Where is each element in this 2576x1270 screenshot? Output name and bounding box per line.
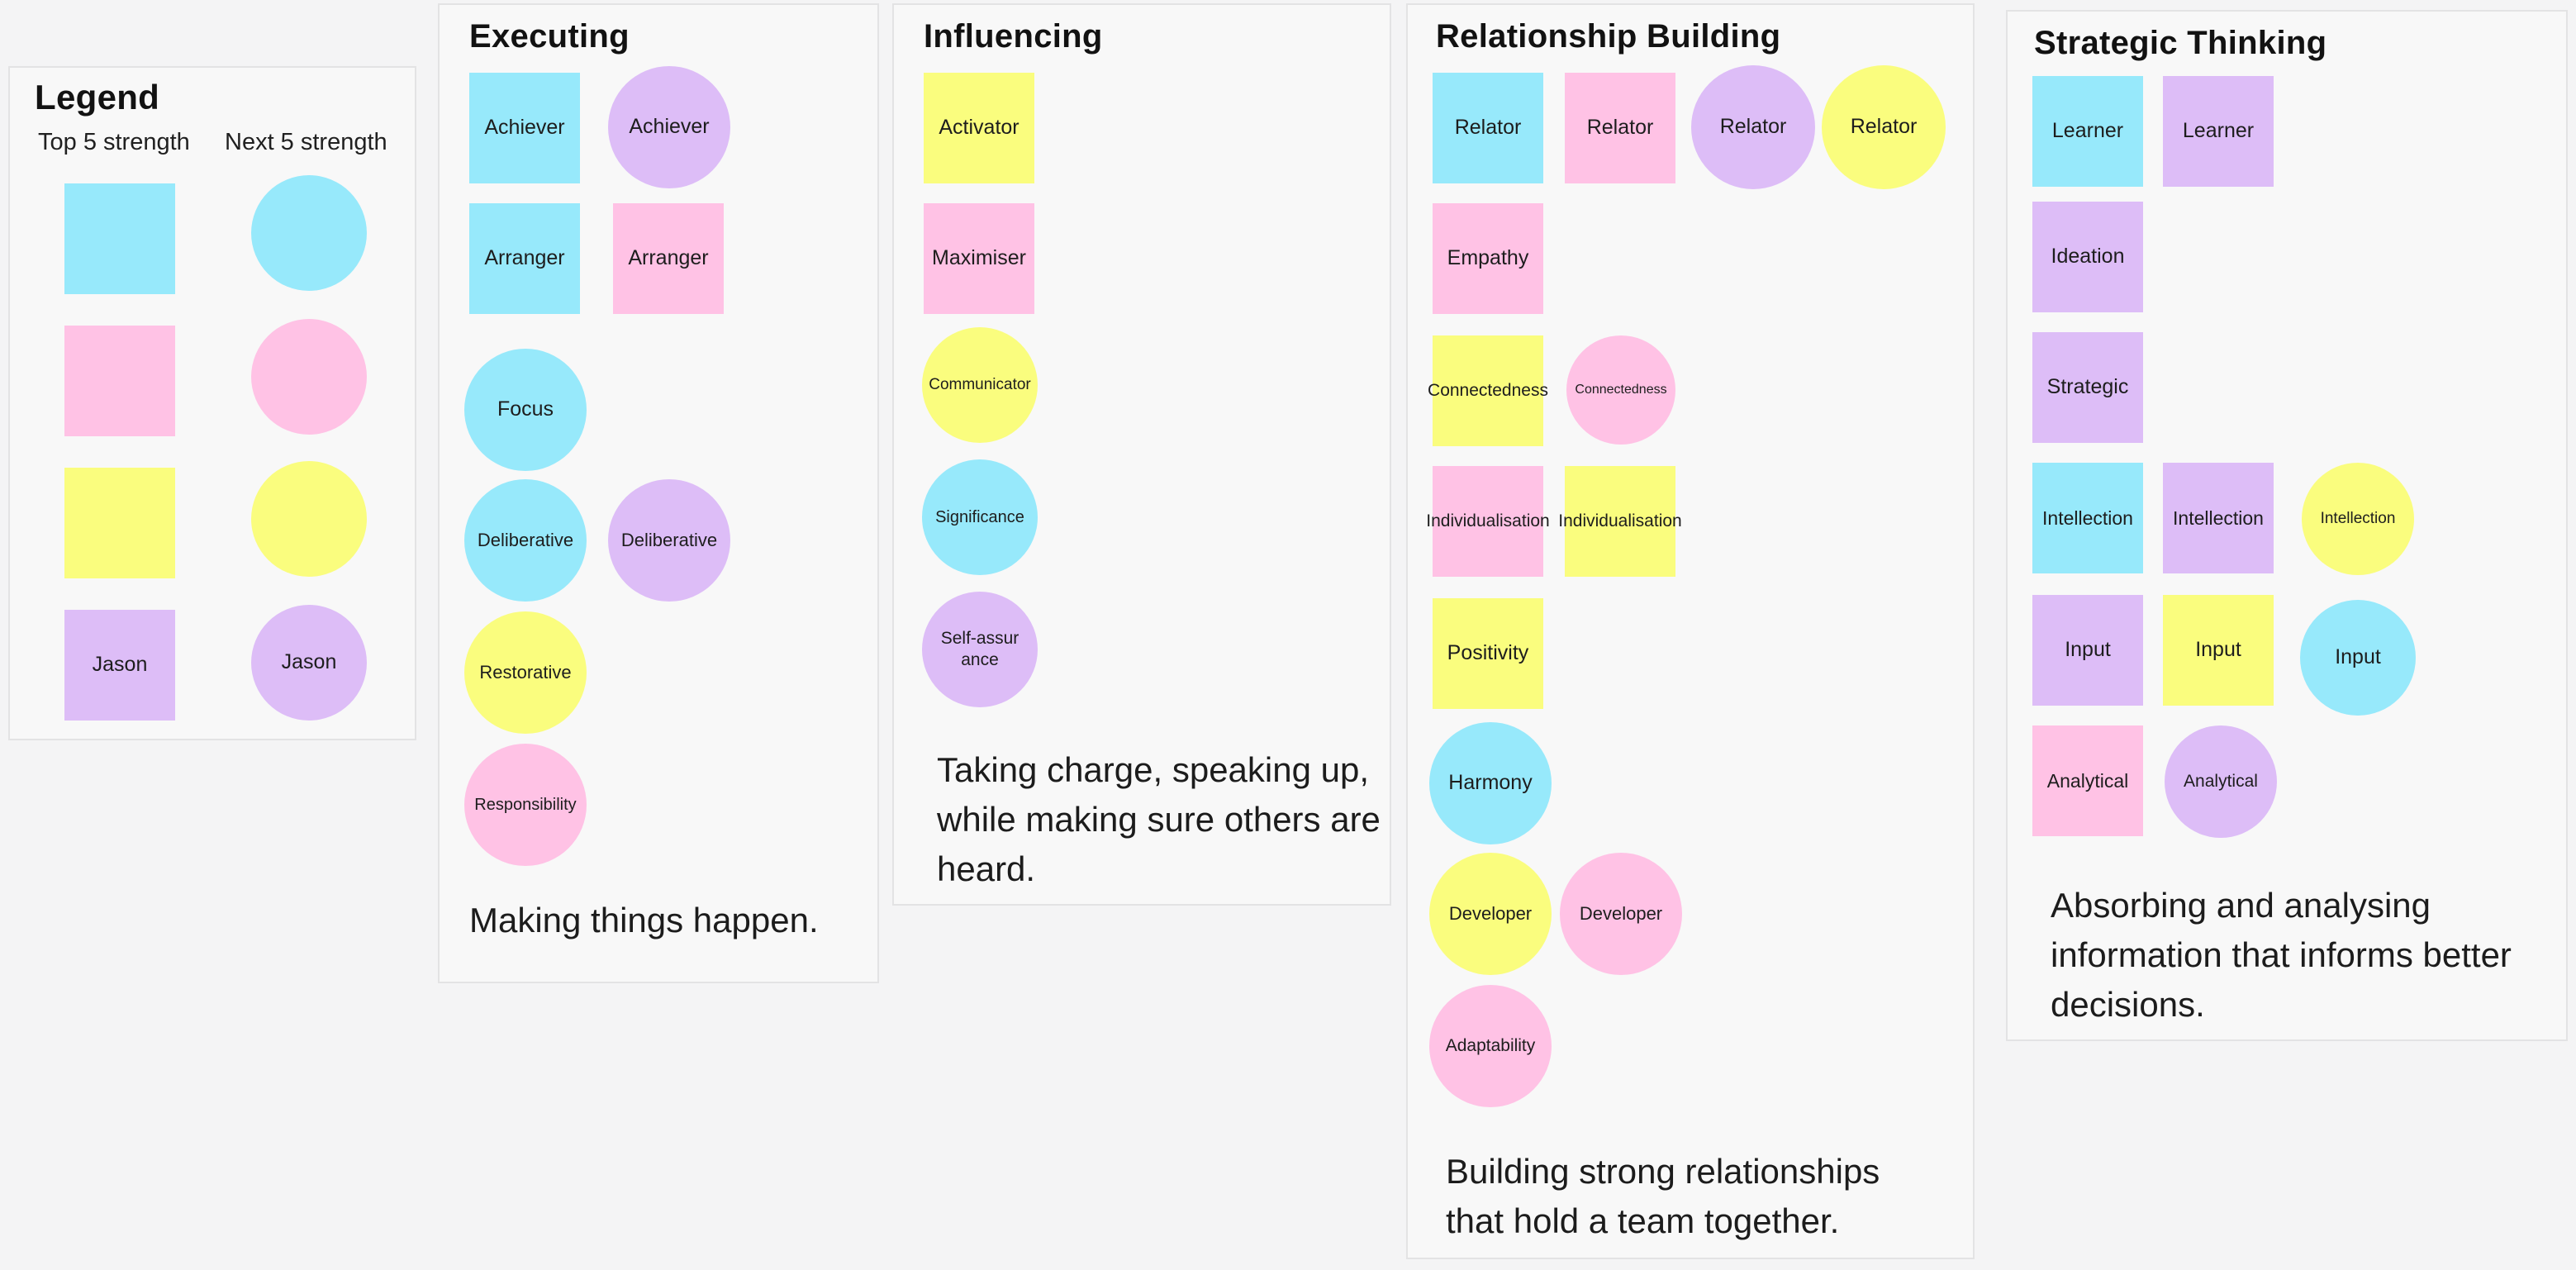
- sticky-relator-circle-yellow[interactable]: Relator: [1822, 65, 1946, 189]
- legend-square-jason[interactable]: Jason: [64, 610, 175, 721]
- sticky-developer-circle-yellow[interactable]: Developer: [1429, 853, 1552, 975]
- sticky-learner-square-purple[interactable]: Learner: [2163, 76, 2274, 187]
- panel-executing[interactable]: Executing Achiever Achiever Arranger Arr…: [438, 3, 879, 983]
- panel-legend[interactable]: Legend Top 5 strength Next 5 strength Ja…: [8, 66, 416, 740]
- executing-caption: Making things happen.: [469, 901, 819, 939]
- strategic-thinking-title: Strategic Thinking: [2034, 25, 2327, 61]
- strategic-thinking-caption: Absorbing and analysing information that…: [2051, 886, 2512, 1024]
- sticky-achiever-square[interactable]: Achiever: [469, 73, 580, 183]
- legend-circle-cyan[interactable]: [251, 175, 367, 291]
- sticky-achiever-circle[interactable]: Achiever: [608, 66, 730, 188]
- panel-relationship-building[interactable]: Relationship Building Relator Relator Re…: [1406, 3, 1975, 1259]
- legend-title: Legend: [35, 78, 160, 117]
- sticky-developer-circle-pink[interactable]: Developer: [1560, 853, 1682, 975]
- influencing-caption: Taking charge, speaking up, while making…: [937, 750, 1381, 888]
- legend-square-cyan[interactable]: [64, 183, 175, 294]
- sticky-connectedness-square[interactable]: Connectedness: [1428, 335, 1548, 446]
- sticky-intellection-circle[interactable]: Intellection: [2302, 463, 2414, 575]
- panel-strategic-thinking[interactable]: Strategic Thinking Learner Learner Ideat…: [2006, 10, 2568, 1041]
- sticky-activator-square[interactable]: Activator: [924, 73, 1034, 183]
- sticky-relator-circle-purple[interactable]: Relator: [1691, 65, 1815, 189]
- sticky-connectedness-circle[interactable]: Connectedness: [1566, 335, 1675, 445]
- sticky-restorative-circle[interactable]: Restorative: [464, 611, 587, 734]
- sticky-analytical-circle[interactable]: Analytical: [2165, 725, 2277, 838]
- sticky-arranger-square-cyan[interactable]: Arranger: [469, 203, 580, 314]
- sticky-learner-square-cyan[interactable]: Learner: [2032, 76, 2143, 187]
- legend-square-pink[interactable]: [64, 326, 175, 436]
- panel-influencing[interactable]: Influencing Activator Maximiser Communic…: [892, 3, 1391, 906]
- sticky-input-circle[interactable]: Input: [2300, 600, 2416, 716]
- sticky-adaptability-circle[interactable]: Adaptability: [1429, 985, 1552, 1107]
- sticky-relator-square-cyan[interactable]: Relator: [1433, 73, 1543, 183]
- sticky-focus-circle[interactable]: Focus: [464, 349, 587, 471]
- sticky-input-square-yellow[interactable]: Input: [2163, 595, 2274, 706]
- relationship-building-title: Relationship Building: [1436, 18, 1781, 55]
- sticky-significance-circle[interactable]: Significance: [922, 459, 1038, 575]
- influencing-title: Influencing: [924, 18, 1103, 55]
- sticky-relator-square-pink[interactable]: Relator: [1565, 73, 1675, 183]
- executing-title: Executing: [469, 18, 630, 55]
- sticky-maximiser-square[interactable]: Maximiser: [924, 203, 1034, 314]
- sticky-positivity-square[interactable]: Positivity: [1433, 598, 1543, 709]
- legend-circle-yellow[interactable]: [251, 461, 367, 577]
- sticky-ideation-square[interactable]: Ideation: [2032, 202, 2143, 312]
- relationship-building-caption: Building strong relationships that hold …: [1446, 1152, 1880, 1240]
- sticky-intellection-square-cyan[interactable]: Intellection: [2032, 463, 2143, 573]
- sticky-arranger-square-pink[interactable]: Arranger: [613, 203, 724, 314]
- legend-column-top5: Top 5 strength: [38, 129, 190, 155]
- sticky-self-assurance-circle[interactable]: Self-assur​ance: [922, 592, 1038, 707]
- sticky-individualisation-square-yellow[interactable]: Individualisation: [1558, 466, 1682, 577]
- sticky-intellection-square-purple[interactable]: Intellection: [2163, 463, 2274, 573]
- legend-circle-pink[interactable]: [251, 319, 367, 435]
- legend-square-yellow[interactable]: [64, 468, 175, 578]
- sticky-deliberative-circle-cyan[interactable]: Deliberative: [464, 479, 587, 602]
- sticky-analytical-square[interactable]: Analytical: [2032, 725, 2143, 836]
- sticky-communicator-circle[interactable]: Communicator: [922, 327, 1038, 443]
- sticky-deliberative-circle-purple[interactable]: Deliberative: [608, 479, 730, 602]
- legend-circle-jason[interactable]: Jason: [251, 605, 367, 721]
- sticky-responsibility-circle[interactable]: Responsibility: [464, 744, 587, 866]
- sticky-individualisation-square-pink[interactable]: Individualisation: [1426, 466, 1550, 577]
- sticky-harmony-circle[interactable]: Harmony: [1429, 722, 1552, 844]
- sticky-strategic-square[interactable]: Strategic: [2032, 332, 2143, 443]
- legend-column-next5: Next 5 strength: [225, 129, 387, 155]
- sticky-input-square-purple[interactable]: Input: [2032, 595, 2143, 706]
- sticky-empathy-square[interactable]: Empathy: [1433, 203, 1543, 314]
